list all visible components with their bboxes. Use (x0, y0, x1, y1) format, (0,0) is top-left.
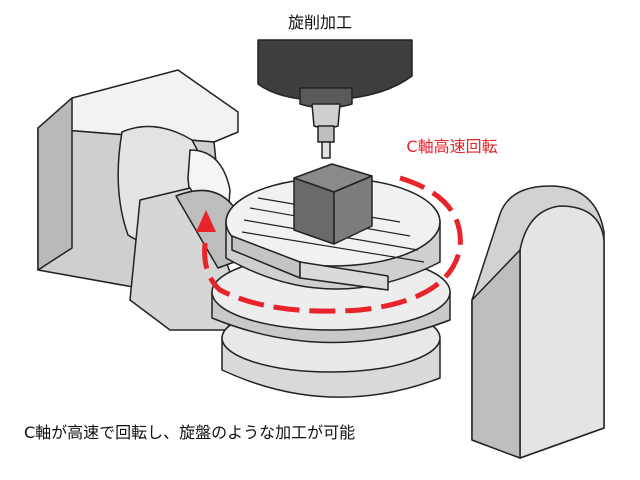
right-trunnion-support (471, 185, 605, 459)
caption-label: C軸が高速で回転し、旋盤のような加工が可能 (24, 423, 355, 442)
rotation-arrowhead-icon (196, 210, 216, 232)
rotation-arrow-icon (202, 175, 463, 314)
workpiece-block (293, 163, 373, 245)
callout-label: C軸高速回転 (406, 137, 497, 156)
spindle-head (257, 39, 413, 159)
title-label: 旋削加工 (288, 13, 352, 32)
rotation-callout (196, 175, 463, 314)
